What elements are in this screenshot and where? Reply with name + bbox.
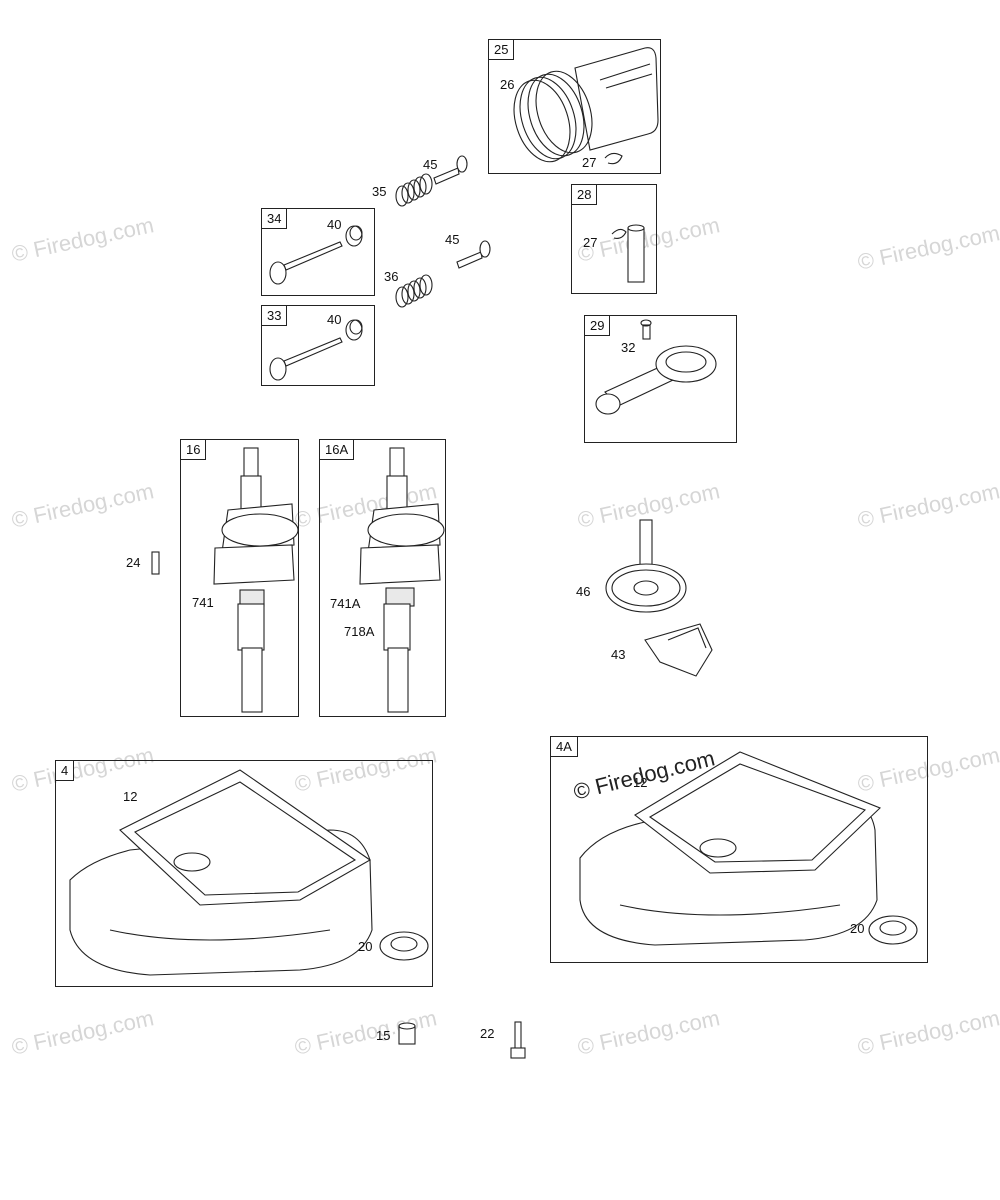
box-number: 4 (56, 761, 75, 781)
box-number: 25 (489, 40, 515, 60)
part-box-33: 33 (261, 305, 375, 386)
box-number: 33 (262, 306, 288, 326)
part-box-28: 28 (571, 184, 657, 294)
box-number: 28 (572, 185, 598, 205)
callout-45: 45 (445, 232, 460, 247)
callout-22: 22 (480, 1026, 495, 1041)
callout-24: 24 (126, 555, 141, 570)
callout-20: 20 (850, 921, 865, 936)
key-drawing (151, 551, 160, 575)
callout-43: 43 (611, 647, 626, 662)
part-box-4a: 4A (550, 736, 928, 963)
callout-46: 46 (576, 584, 591, 599)
callout-15: 15 (376, 1028, 391, 1043)
governor-lifter-drawing (644, 623, 713, 677)
connecting-rod-drawing (595, 319, 717, 415)
box-number: 16 (181, 440, 207, 460)
part-box-4: 4 (55, 760, 433, 987)
camshaft-gear-drawing (605, 519, 687, 613)
crankshaft-drawing (359, 447, 445, 713)
exhaust-valve-drawing (269, 319, 363, 381)
callout-36: 36 (384, 269, 399, 284)
callout-35: 35 (372, 184, 387, 199)
part-box-16: 16 (180, 439, 299, 717)
oil-sump-drawing (579, 751, 881, 946)
wrist-pin-drawing (611, 224, 645, 283)
callout-718a: 718A (344, 624, 375, 639)
box-number: 4A (551, 737, 578, 757)
callout-12: 12 (123, 789, 138, 804)
callout-27: 27 (583, 235, 598, 250)
drain-plug-drawing (398, 1022, 416, 1045)
intake-valve-drawing (269, 225, 363, 285)
callout-12: 12 (633, 775, 648, 790)
callout-27: 27 (582, 155, 597, 170)
part-box-29: 29 (584, 315, 737, 443)
box-number: 34 (262, 209, 288, 229)
part-box-16a: 16A (319, 439, 446, 717)
callout-26: 26 (500, 77, 515, 92)
callout-40: 40 (327, 217, 342, 232)
box-number: 29 (585, 316, 611, 336)
piston-drawing (513, 47, 659, 165)
valve-retainer-drawing (433, 155, 491, 269)
part-box-25: 25 (488, 39, 661, 174)
callout-40: 40 (327, 312, 342, 327)
oil-seal-drawing (868, 915, 918, 945)
oil-seal-drawing (379, 931, 429, 961)
oil-sump-drawing (69, 769, 373, 976)
crankshaft-drawing (213, 447, 299, 713)
part-box-34: 34 (261, 208, 375, 296)
callout-45: 45 (423, 157, 438, 172)
callout-741: 741 (192, 595, 214, 610)
valve-spring-drawing (395, 173, 433, 308)
callout-20: 20 (358, 939, 373, 954)
callout-32: 32 (621, 340, 636, 355)
bolt-drawing (510, 1021, 526, 1059)
box-number: 16A (320, 440, 355, 460)
callout-741a: 741A (330, 596, 361, 611)
